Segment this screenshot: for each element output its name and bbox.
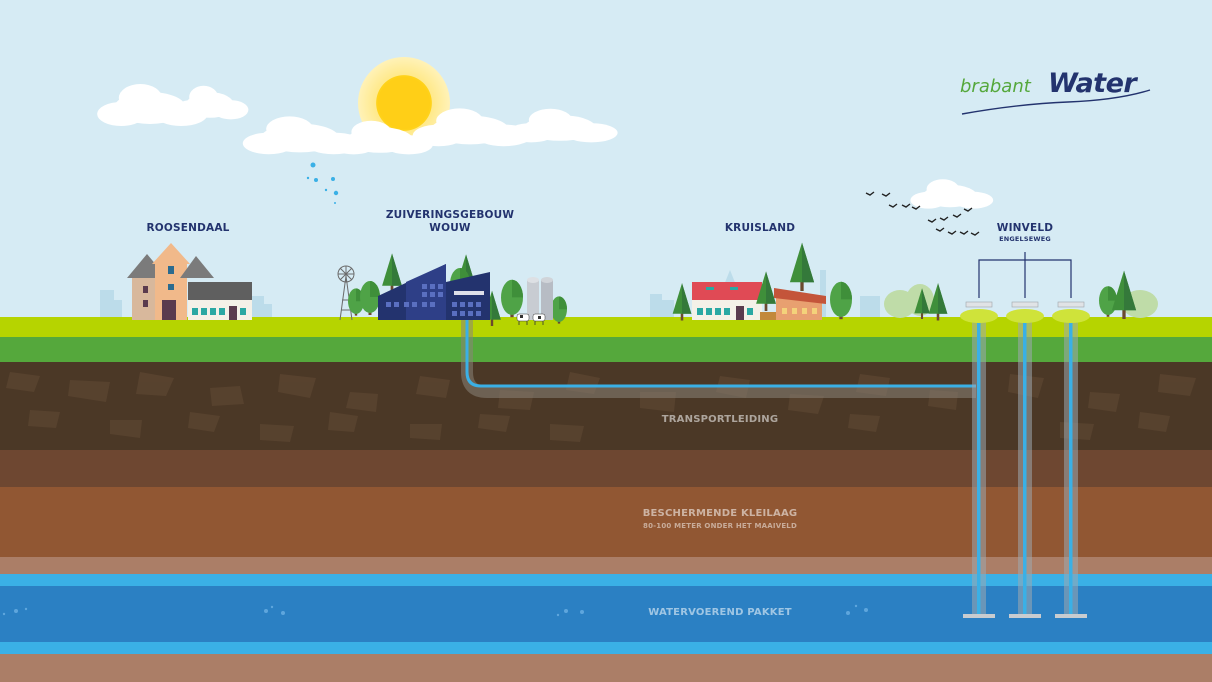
label-roosendaal: ROOSENDAAL (140, 222, 236, 235)
aquifer-top (0, 574, 1212, 586)
factory-building (378, 264, 490, 320)
clay-layer (0, 487, 1212, 557)
base-layer (0, 654, 1212, 682)
brabant-water-logo: brabant Water (958, 68, 1158, 120)
grass-surface (0, 317, 1212, 337)
logo-swoosh-icon (961, 89, 1151, 115)
location-name: ZUIVERINGSGEBOUW (385, 209, 515, 221)
grass-layer (0, 337, 1212, 362)
silo-icon (527, 277, 553, 320)
location-subtitle: ENGELSEWEG (999, 235, 1051, 243)
cow-icon (516, 313, 546, 325)
subsoil-layer (0, 450, 1212, 487)
logo-brabant: brabant (960, 76, 1031, 97)
label-winveld: WINVELD ENGELSEWEG (985, 222, 1065, 243)
label-kleilaag: BESCHERMENDE KLEILAAG 80-100 METER ONDER… (600, 508, 840, 530)
label-kruisland: KRUISLAND (710, 222, 810, 235)
location-name: ROOSENDAAL (146, 222, 230, 234)
location-name: KRUISLAND (724, 222, 796, 234)
droplets (306, 162, 339, 204)
well-icon (960, 252, 1090, 618)
windmill-icon (337, 265, 355, 321)
house-icon (127, 243, 252, 320)
tree-icon (884, 270, 1158, 321)
location-name-line2: WOUW (429, 222, 471, 234)
location-name: WINVELD (996, 222, 1054, 234)
clay-bottom-layer (0, 557, 1212, 574)
label-transportleiding: TRANSPORTLEIDING (620, 414, 820, 425)
layer-name: TRANSPORTLEIDING (661, 414, 779, 425)
layer-name: WATERVOEREND PAKKET (648, 607, 792, 618)
aquifer-bottom (0, 642, 1212, 654)
layer-depth: 80-100 METER ONDER HET MAAIVELD (643, 522, 797, 530)
bubbles (2, 604, 868, 617)
label-zuiveringsgebouw: ZUIVERINGSGEBOUW WOUW (380, 209, 520, 235)
pipe-icon (461, 318, 976, 398)
logo-water: Water (1048, 68, 1137, 99)
layer-name: BESCHERMENDE KLEILAAG (642, 508, 798, 519)
label-watervoerend: WATERVOEREND PAKKET (600, 607, 840, 618)
house-icon (672, 242, 852, 321)
